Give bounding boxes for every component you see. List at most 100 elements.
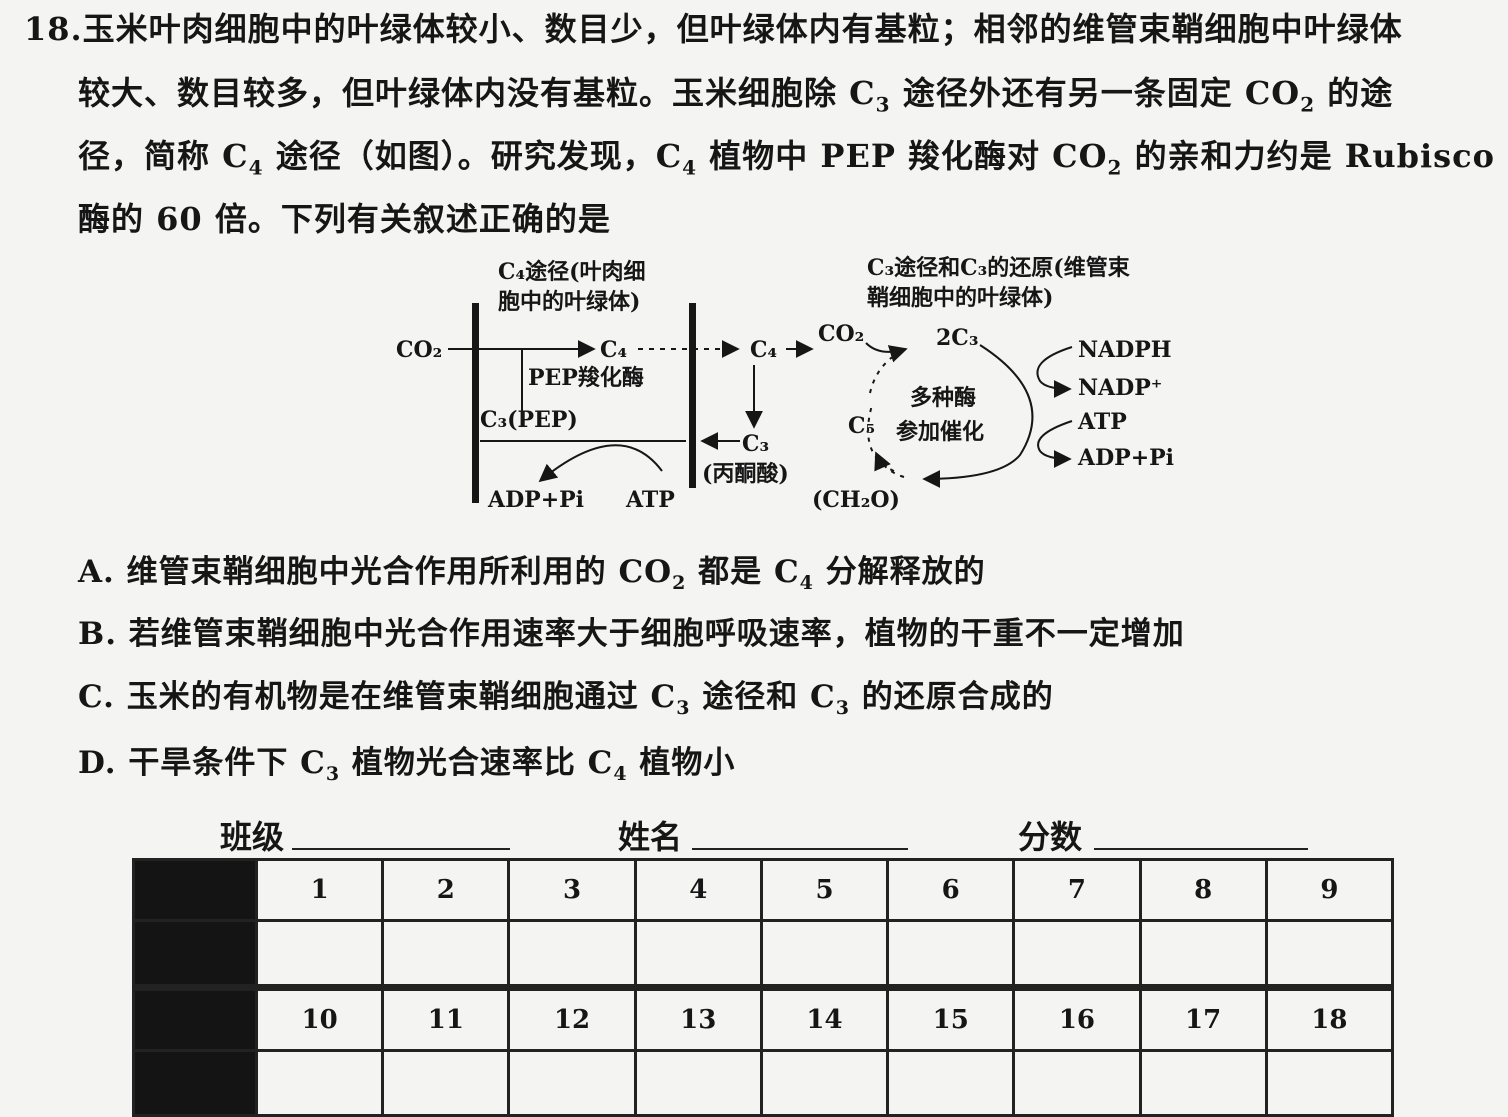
- pep-enzyme-label: PEP羧化酶: [528, 365, 644, 391]
- answer-table: 1 2 3 4 5 6 7 8 9 10 11 12 13 14 15 16 1…: [132, 858, 1395, 1117]
- option-text: 干旱条件下 C: [128, 745, 326, 781]
- option-text: 玉米的有机物是在维管束鞘细胞通过 C: [126, 679, 677, 715]
- question-number-cell: 17: [1138, 984, 1268, 1052]
- membrane-bar-right: [689, 303, 696, 488]
- subscript: 4: [248, 155, 264, 180]
- ch2o-label: (CH₂O): [812, 487, 900, 513]
- question-number-cell: 8: [1138, 858, 1268, 922]
- subscript: 4: [799, 572, 814, 595]
- name-field[interactable]: [692, 848, 908, 850]
- answer-cell[interactable]: [254, 1049, 385, 1117]
- answer-cell[interactable]: [1264, 1049, 1395, 1117]
- question-number-cell: 3: [507, 858, 637, 922]
- enzymes-label: 参加催化: [896, 419, 984, 445]
- question-text: 途径外还有另一条固定 CO: [890, 74, 1301, 112]
- c3-pep-label: C₃(PEP): [480, 407, 578, 433]
- row-header-cell: [132, 1049, 258, 1117]
- score-label: 分数: [1018, 818, 1083, 856]
- option-letter: D.: [78, 745, 117, 781]
- row-header-cell: [132, 919, 258, 989]
- option-text: 植物小: [627, 745, 736, 781]
- atp-adp-curve-left: [538, 444, 663, 483]
- question-text: 酶的 60 倍。下列有关叙述正确的是: [78, 200, 611, 238]
- question-number-cell: 12: [507, 984, 637, 1052]
- co2-right-label: CO₂: [818, 321, 864, 347]
- answer-cell[interactable]: [1138, 1049, 1268, 1117]
- adp-pi-left-label: ADP+Pi: [487, 487, 584, 513]
- c3-pathway-label: C₃途径和C₃的还原(维管束: [867, 255, 1131, 281]
- table-row: [132, 1049, 1395, 1117]
- option-d[interactable]: D. 干旱条件下 C3 植物光合速率比 C4 植物小: [78, 737, 735, 785]
- question-number-cell: 13: [633, 984, 763, 1052]
- question-line-3: 径，简称 C4 途径（如图）。研究发现，C4 植物中 PEP 羧化酶对 CO2 …: [78, 131, 1495, 179]
- c4-pathway-diagram: C₄途径(叶肉细 胞中的叶绿体) C₃途径和C₃的还原(维管束 鞘细胞中的叶绿体…: [396, 255, 1174, 513]
- answer-cell[interactable]: [1264, 919, 1395, 989]
- row-header-cell: [132, 984, 258, 1052]
- nadph-curve: [1036, 346, 1073, 398]
- answer-cell[interactable]: [759, 919, 890, 989]
- subscript: 3: [835, 697, 850, 720]
- question-number: 18.: [24, 10, 83, 48]
- option-text: 植物光合速率比 C: [340, 745, 614, 781]
- option-text: 途径和 C: [690, 679, 836, 715]
- option-text: 分解释放的: [813, 554, 986, 590]
- question-text: 径，简称 C: [78, 137, 249, 175]
- answer-cell[interactable]: [886, 919, 1016, 989]
- two-c3-label: 2C₃: [936, 325, 978, 351]
- c5-label: C₅: [848, 413, 875, 439]
- answer-cell[interactable]: [254, 919, 385, 989]
- nadph-label: NADPH: [1078, 337, 1172, 363]
- cycle-arc-right: [922, 344, 1034, 488]
- option-letter: B.: [78, 616, 117, 652]
- class-field[interactable]: [292, 848, 510, 850]
- question-number-cell: 7: [1012, 858, 1142, 922]
- answer-cell[interactable]: [381, 919, 511, 989]
- question-number-cell: 10: [254, 984, 385, 1052]
- question-text: 较大、数目较多，但叶绿体内没有基粒。玉米细胞除 C: [78, 74, 876, 112]
- answer-cell[interactable]: [633, 919, 763, 989]
- option-letter: C.: [78, 679, 115, 715]
- atp-curve-right: [1037, 420, 1073, 468]
- question-text: 玉米叶肉细胞中的叶绿体较小、数目少，但叶绿体内有基粒；相邻的维管束鞘细胞中叶绿体: [82, 10, 1403, 48]
- option-c[interactable]: C. 玉米的有机物是在维管束鞘细胞通过 C3 途径和 C3 的还原合成的: [78, 671, 1054, 719]
- option-text: 维管束鞘细胞中光合作用所利用的 CO: [126, 554, 673, 590]
- question-number-cell: 2: [381, 858, 511, 922]
- option-a[interactable]: A. 维管束鞘细胞中光合作用所利用的 CO2 都是 C4 分解释放的: [78, 546, 986, 594]
- answer-cell[interactable]: [633, 1049, 763, 1117]
- answer-cell[interactable]: [1012, 1049, 1142, 1117]
- answer-cell[interactable]: [507, 1049, 637, 1117]
- answer-cell[interactable]: [381, 1049, 511, 1117]
- question-number-cell: 14: [759, 984, 890, 1052]
- subscript: 4: [613, 763, 628, 786]
- answer-cell[interactable]: [759, 1049, 890, 1117]
- subscript: 4: [682, 155, 698, 180]
- option-text: 都是 C: [686, 554, 800, 590]
- arrow-co2-to-2c3: [865, 342, 908, 363]
- atp-left-label: ATP: [625, 487, 675, 513]
- cycle-arc-bottom-dashed: [874, 451, 905, 478]
- option-b[interactable]: B. 若维管束鞘细胞中光合作用速率大于细胞呼吸速率，植物的干重不一定增加: [78, 608, 1185, 653]
- co2-left-label: CO₂: [396, 337, 442, 363]
- c4-pathway-label: 胞中的叶绿体): [498, 289, 640, 315]
- nadp-label: NADP⁺: [1078, 375, 1162, 401]
- subscript: 3: [875, 92, 891, 117]
- enzymes-label: 多种酶: [910, 385, 976, 411]
- answer-cell[interactable]: [507, 919, 637, 989]
- question-line-2: 较大、数目较多，但叶绿体内没有基粒。玉米细胞除 C3 途径外还有另一条固定 CO…: [78, 68, 1393, 116]
- question-text: 的亲和力约是 Rubisco: [1122, 137, 1495, 175]
- subscript: 2: [1107, 155, 1123, 180]
- question-number-cell: 5: [759, 858, 890, 922]
- answer-cell[interactable]: [886, 1049, 1016, 1117]
- answer-cell[interactable]: [1012, 919, 1142, 989]
- c4-label-bundle-sheath: C₄: [750, 337, 777, 363]
- table-row: 10 11 12 13 14 15 16 17 18: [132, 984, 1395, 1052]
- question-text: 途径（如图）。研究发现，C: [263, 137, 683, 175]
- question-text: 植物中 PEP 羧化酶对 CO: [697, 137, 1108, 175]
- score-field[interactable]: [1094, 848, 1308, 850]
- table-row: 1 2 3 4 5 6 7 8 9: [132, 858, 1395, 922]
- option-letter: A.: [78, 554, 115, 590]
- question-line-1: 18.玉米叶肉细胞中的叶绿体较小、数目少，但叶绿体内有基粒；相邻的维管束鞘细胞中…: [24, 4, 1403, 50]
- cycle-arc-top-dashed: [869, 352, 899, 394]
- answer-cell[interactable]: [1138, 919, 1268, 989]
- option-text: 若维管束鞘细胞中光合作用速率大于细胞呼吸速率，植物的干重不一定增加: [128, 616, 1185, 652]
